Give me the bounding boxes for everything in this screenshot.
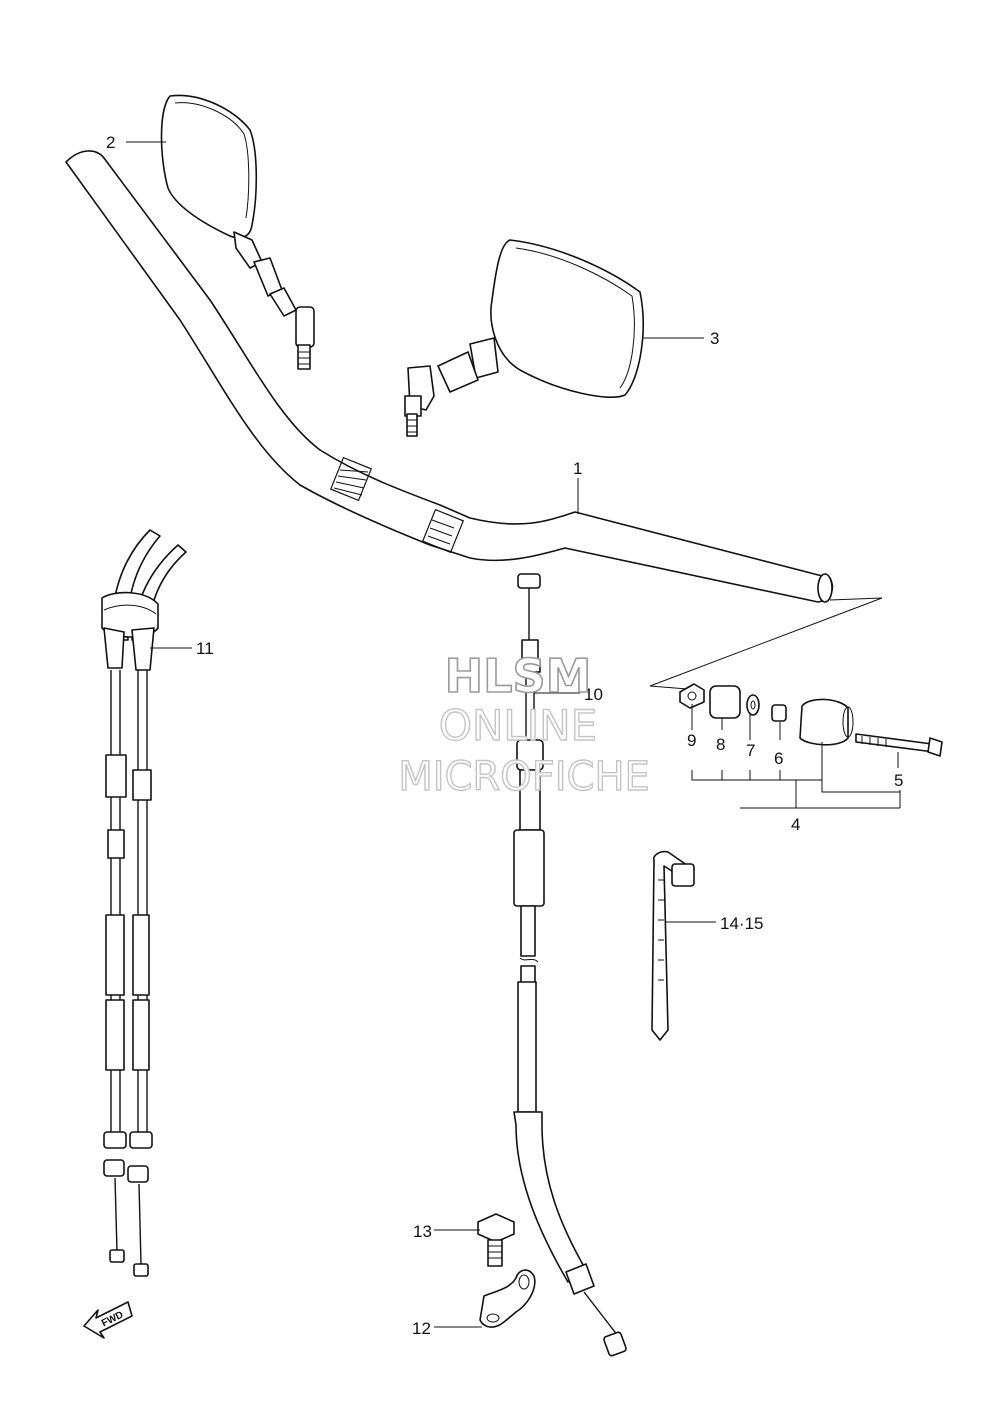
watermark-line3: MICROFICHE bbox=[398, 754, 650, 800]
part-5-screw[interactable] bbox=[855, 733, 943, 757]
cable-tie[interactable] bbox=[651, 850, 695, 1041]
mirror-left[interactable] bbox=[160, 94, 315, 370]
part-7-washer[interactable] bbox=[746, 694, 760, 716]
watermark-line2: ONLINE bbox=[439, 701, 597, 750]
leader-lines bbox=[126, 141, 716, 1328]
part-6-collar[interactable] bbox=[771, 704, 787, 722]
part-4-balancer[interactable] bbox=[799, 698, 854, 746]
fwd-arrow: FWD bbox=[83, 1301, 133, 1339]
callout-3: 3 bbox=[710, 329, 719, 348]
callout-9: 9 bbox=[687, 731, 696, 750]
callout-4: 4 bbox=[791, 815, 800, 834]
bolt[interactable] bbox=[477, 1213, 515, 1267]
callout-14-15: 14·15 bbox=[720, 914, 763, 933]
part-9-nut[interactable] bbox=[679, 683, 705, 709]
knurl-band-right bbox=[421, 508, 465, 554]
callout-1: 1 bbox=[573, 459, 582, 478]
callout-8: 8 bbox=[716, 735, 725, 754]
clamp[interactable] bbox=[479, 1269, 536, 1328]
callout-5: 5 bbox=[894, 771, 903, 790]
clutch-cable[interactable] bbox=[513, 573, 627, 1357]
callout-10: 10 bbox=[584, 685, 603, 704]
throttle-cables[interactable] bbox=[101, 529, 187, 1277]
callout-11: 11 bbox=[196, 639, 214, 658]
watermark: HLSM ONLINE MICROFICHE bbox=[397, 648, 650, 801]
watermark-line1: HLSM bbox=[445, 649, 592, 703]
part-8-weight[interactable] bbox=[709, 685, 741, 719]
mirror-right[interactable] bbox=[404, 239, 644, 437]
callout-13: 13 bbox=[413, 1222, 432, 1241]
callout-2: 2 bbox=[106, 133, 115, 152]
callout-7: 7 bbox=[746, 741, 755, 760]
handlebar[interactable] bbox=[65, 150, 834, 603]
knurl-band-left bbox=[329, 456, 373, 502]
callout-6: 6 bbox=[774, 749, 783, 768]
callout-12: 12 bbox=[412, 1319, 431, 1338]
